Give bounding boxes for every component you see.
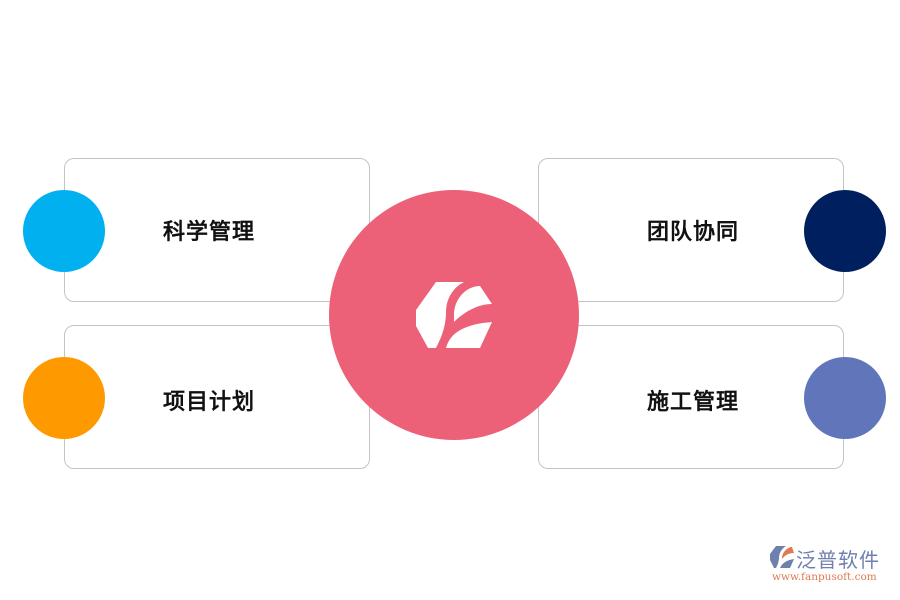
watermark-url: www.fanpusoft.com [772,571,877,583]
item-box-top-left: 科学管理 [64,158,370,302]
item-box-top-right: 团队协同 [538,158,844,302]
hexagon-leaf-logo-icon [416,282,492,348]
item-box-bottom-right: 施工管理 [538,325,844,469]
watermark-brand: 泛普软件 [796,548,880,572]
item-label: 团队协同 [647,220,740,245]
watermark-logo: 泛普软件 www.fanpusoft.com [768,544,888,590]
item-label: 项目计划 [163,390,256,415]
brand-logo-icon [770,546,794,568]
item-dot-top-right [804,190,886,272]
item-box-bottom-left: 项目计划 [64,325,370,469]
item-dot-bottom-right [804,357,886,439]
item-label: 科学管理 [163,220,256,245]
center-circle [329,190,579,440]
item-label: 施工管理 [647,390,740,415]
item-dot-bottom-left [23,357,105,439]
item-dot-top-left [23,190,105,272]
